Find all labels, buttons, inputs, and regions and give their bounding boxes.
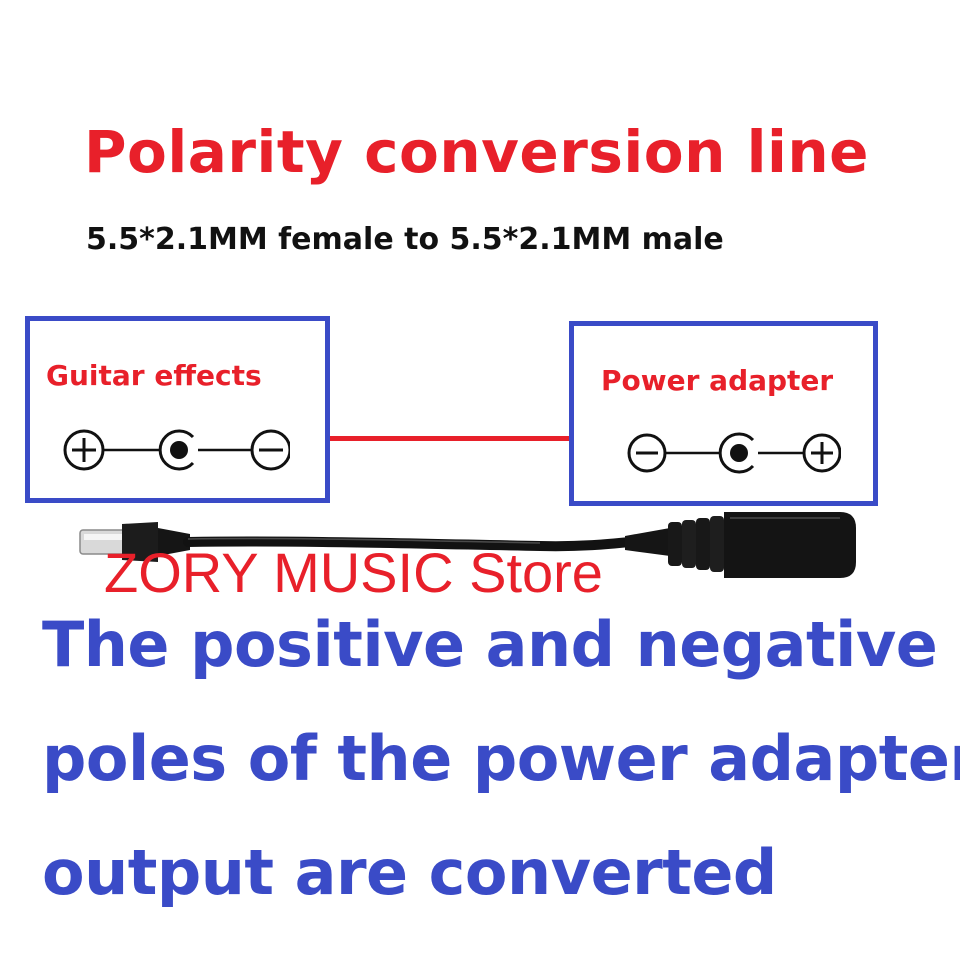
page-title: Polarity conversion line bbox=[84, 118, 869, 186]
plus-icon bbox=[802, 433, 841, 473]
store-watermark: ZORY MUSIC Store bbox=[104, 541, 603, 604]
description-line: The positive and negative bbox=[42, 608, 938, 681]
minus-icon bbox=[250, 429, 290, 471]
plus-icon bbox=[63, 429, 105, 471]
description-line: output are converted bbox=[42, 836, 777, 909]
barrel-center-icon bbox=[718, 432, 755, 474]
subtitle: 5.5*2.1MM female to 5.5*2.1MM male bbox=[86, 222, 724, 257]
guitar-effects-label: Guitar effects bbox=[46, 359, 262, 392]
polarity-diagram-center-negative bbox=[63, 429, 290, 471]
description-line: poles of the power adapter bbox=[42, 722, 960, 795]
polarity-diagram-center-positive bbox=[627, 432, 841, 474]
male-plug bbox=[79, 522, 190, 562]
connection-line bbox=[330, 436, 569, 441]
female-jack bbox=[625, 512, 856, 578]
power-adapter-box: Power adapter bbox=[569, 321, 878, 506]
dc-cable-image bbox=[79, 512, 856, 578]
power-adapter-label: Power adapter bbox=[601, 364, 834, 397]
minus-icon bbox=[627, 433, 667, 473]
barrel-center-icon bbox=[158, 429, 195, 471]
guitar-effects-box: Guitar effects bbox=[25, 316, 330, 503]
